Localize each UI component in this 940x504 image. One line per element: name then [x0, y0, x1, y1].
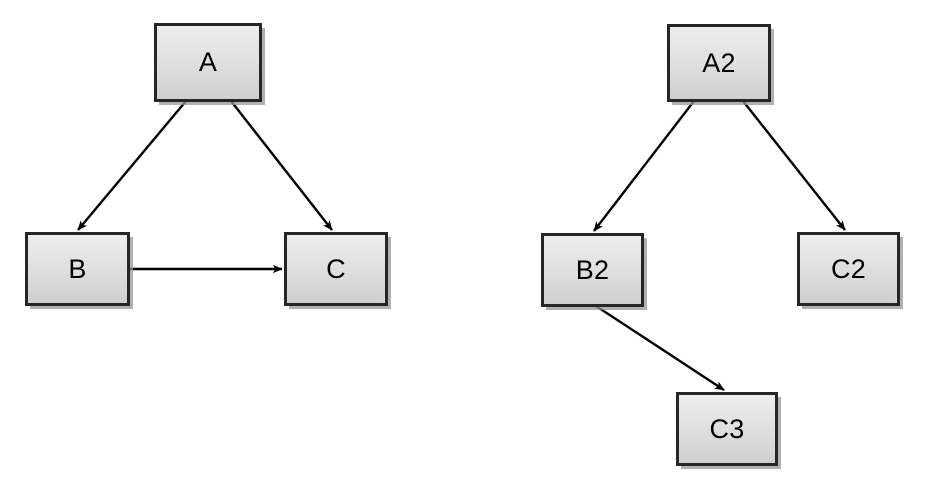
node-a2[interactable]: A2 [667, 24, 771, 102]
node-label-c2: C2 [831, 253, 866, 284]
edge-a-to-b [77, 100, 187, 231]
edge-a-to-c [230, 100, 333, 231]
node-a[interactable]: A [154, 23, 262, 102]
edge-a2-to-b2 [593, 100, 695, 232]
node-label-c: C [326, 253, 346, 284]
node-c[interactable]: C [284, 232, 388, 306]
node-label-a2: A2 [702, 47, 736, 78]
node-label-b: B [68, 253, 87, 284]
node-b[interactable]: B [25, 232, 130, 306]
node-label-a: A [198, 47, 218, 77]
node-label-b2: B2 [575, 254, 610, 285]
edges-group [77, 100, 846, 392]
node-c2[interactable]: C2 [797, 232, 900, 306]
node-label-c3: C3 [709, 413, 745, 444]
edge-a2-to-c2 [742, 100, 846, 231]
node-c3[interactable]: C3 [676, 392, 778, 466]
node-b2[interactable]: B2 [541, 233, 644, 307]
edge-b2-to-c3 [595, 304, 725, 392]
